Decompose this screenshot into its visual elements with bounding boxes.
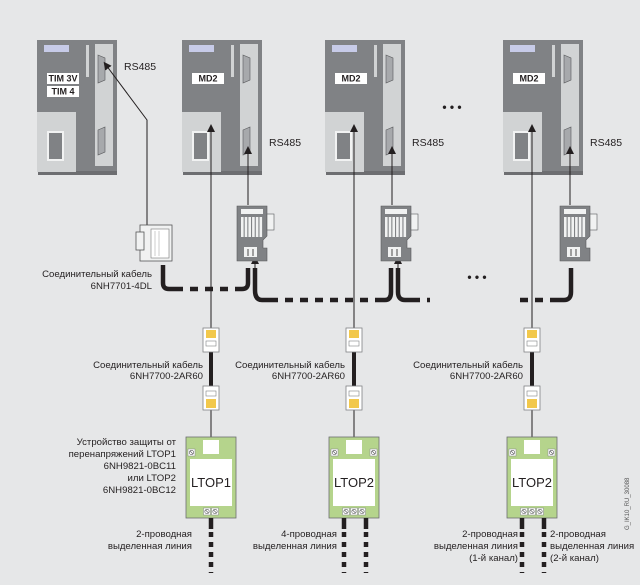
display-window xyxy=(332,45,357,52)
bus-cable xyxy=(160,265,574,303)
module-tim: TIM 3V TIM 4 RS485 xyxy=(37,40,156,175)
ltop2b-left-label-1: 2-проводная xyxy=(462,529,518,540)
rj45-plug-lower xyxy=(202,385,220,411)
ltop2a-line-label-1: 4-проводная xyxy=(281,529,337,540)
rs485-bus-connector xyxy=(559,205,598,262)
ltop2b-right-label-2: выделенная линия xyxy=(550,541,634,552)
rj45-plug-upper xyxy=(345,327,363,353)
rj45-plug-upper xyxy=(523,327,541,353)
display-window xyxy=(44,45,69,52)
rj45-plug-lower xyxy=(523,385,541,411)
ellipsis-bus: • • • xyxy=(467,270,486,284)
patch-cable-label-3-line1: Соединительный кабель xyxy=(413,360,523,371)
ltop-device-3: LTOP2 xyxy=(506,436,558,519)
display-window xyxy=(510,45,535,52)
protection-label-line1: Устройство защиты от xyxy=(77,437,177,448)
ltop2b-left-label-3: (1-й канал) xyxy=(469,553,518,564)
module-label-box xyxy=(47,73,79,84)
ltop1-line-label-2: выделенная линия xyxy=(108,541,192,552)
rj45-plug-upper xyxy=(202,327,220,353)
module-label-box xyxy=(335,73,367,84)
module-label: MD2 xyxy=(341,74,360,84)
ltop1-line-label-1: 2-проводная xyxy=(136,529,192,540)
patch-cable-label-2-line2: 6NH7700-2AR60 xyxy=(272,371,345,382)
rs485-label: RS485 xyxy=(269,137,301,149)
ltop-name: LTOP2 xyxy=(334,475,374,490)
patch-cable-label-2-line1: Соединительный кабель xyxy=(235,360,345,371)
ltop2b-left-label-2: выделенная линия xyxy=(434,541,518,552)
rs485-port xyxy=(242,126,251,156)
upper-port xyxy=(97,54,106,84)
signal-lines xyxy=(103,61,574,449)
module-label: MD2 xyxy=(198,74,217,84)
patch-cable-label-1-line1: Соединительный кабель xyxy=(93,360,203,371)
patch-cable-label-3-line2: 6NH7700-2AR60 xyxy=(450,371,523,382)
upper-port xyxy=(563,54,572,84)
patch-cable-label-1-line2: 6NH7700-2AR60 xyxy=(130,371,203,382)
upper-port xyxy=(242,54,251,84)
rs485-bus-connector xyxy=(380,205,419,262)
figure-code: G_IK10_RU_30088 xyxy=(625,477,631,530)
protection-label-line5: 6NH9821-0BC12 xyxy=(103,485,176,496)
module-label-box xyxy=(513,73,545,84)
bus-cable-label-line2: 6NH7701-4DL xyxy=(91,281,153,292)
ellipsis-top: • • • xyxy=(442,100,461,114)
ltop-device-2: LTOP2 xyxy=(328,436,380,519)
ltop-name: LTOP1 xyxy=(191,475,231,490)
rj45-plug-lower xyxy=(345,385,363,411)
ltop2b-right-label-3: (2-й канал) xyxy=(550,553,599,564)
protection-label-line2: перенапряжений LTOP1 xyxy=(69,449,176,460)
tim-bus-connector xyxy=(135,224,173,262)
module-label: TIM 3V xyxy=(48,74,77,84)
protection-label-line4: или LTOP2 xyxy=(128,473,177,484)
ltop-device-1: LTOP1 xyxy=(185,436,237,519)
patch-cables xyxy=(209,352,534,388)
bus-cable-label-line1: Соединительный кабель xyxy=(42,269,152,280)
rs485-label: RS485 xyxy=(412,137,444,149)
protection-label-line3: 6NH9821-0BC11 xyxy=(104,461,176,472)
rs485-label: RS485 xyxy=(590,137,622,149)
ltop2b-right-label-1: 2-проводная xyxy=(550,529,606,540)
module-label: TIM 4 xyxy=(51,87,74,97)
rs485-port xyxy=(97,126,106,156)
ltop-name: LTOP2 xyxy=(512,475,552,490)
module-label: MD2 xyxy=(519,74,538,84)
module-label-box xyxy=(192,73,224,84)
module-label-box xyxy=(47,86,79,97)
rs485-bus-connector xyxy=(236,205,275,262)
upper-port xyxy=(385,54,394,84)
rs485-label: RS485 xyxy=(124,61,156,73)
ltop2a-line-label-2: выделенная линия xyxy=(253,541,337,552)
display-window xyxy=(189,45,214,52)
